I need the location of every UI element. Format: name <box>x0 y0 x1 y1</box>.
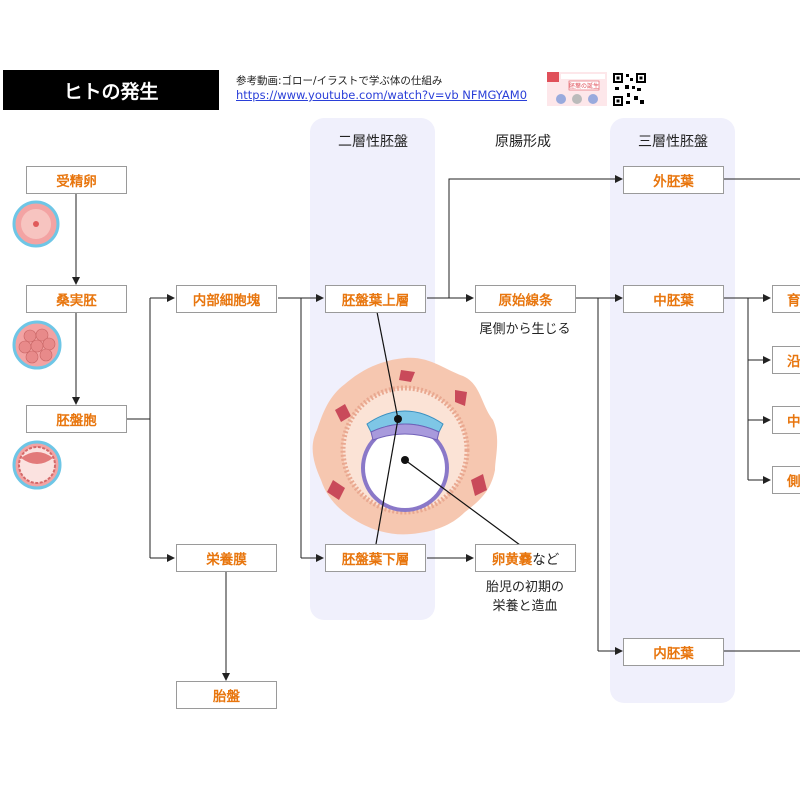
reference-info: 参考動画:ゴロー/イラストで学ぶ体の仕組み https://www.youtub… <box>236 74 527 102</box>
node-mesoderm-branch-3: 中 <box>772 406 800 434</box>
bilaminar-label: 二層性胚盤 <box>338 134 408 150</box>
video-thumbnail[interactable]: 胚葉の誕生 <box>547 72 607 106</box>
node-epiblast: 胚盤葉上層 <box>325 285 426 313</box>
blastocyst-cell-icon <box>12 440 62 490</box>
bilaminar-embryo-illustration <box>312 357 498 535</box>
branch-blastocyst <box>127 298 151 558</box>
zygote-cell-icon <box>12 200 60 248</box>
page-title: ヒトの発生 <box>3 70 219 110</box>
node-ectoderm: 外胚葉 <box>623 166 724 194</box>
node-hypoblast: 胚盤葉下層 <box>325 544 426 572</box>
trilaminar-panel <box>610 118 735 703</box>
yolk-sac-note-line1: 胎児の初期の <box>485 580 564 595</box>
node-trophoblast: 栄養膜 <box>176 544 277 572</box>
thumbnail-caption: 胚葉の誕生 <box>569 82 599 90</box>
qr-code-icon <box>612 72 647 107</box>
node-mesoderm-branch-2: 沿 <box>772 346 800 374</box>
reference-link[interactable]: https://www.youtube.com/watch?v=vb NFMGY… <box>236 88 528 102</box>
yolk-sac-label: 卵黄嚢 <box>491 552 533 568</box>
node-primitive-streak: 原始線条 <box>475 285 576 313</box>
node-yolk-sac: 卵黄嚢 など <box>475 544 576 572</box>
node-mesoderm-branch-4: 側 <box>772 466 800 494</box>
trilaminar-label: 三層性胚盤 <box>638 134 708 150</box>
branch-mesoderm <box>723 297 749 480</box>
branch-icm <box>278 297 302 558</box>
arrow-to-ectoderm <box>448 175 623 298</box>
node-mesoderm: 中胚葉 <box>623 285 724 313</box>
yolk-sac-suffix: など <box>532 552 560 568</box>
yolk-sac-note: 胎児の初期の 栄養と造血 <box>465 578 585 616</box>
node-blastocyst: 胚盤胞 <box>26 405 127 433</box>
node-inner-cell-mass: 内部細胞塊 <box>176 285 277 313</box>
node-zygote: 受精卵 <box>26 166 127 194</box>
node-mesoderm-branch-1: 育 <box>772 285 800 313</box>
node-endoderm: 内胚葉 <box>623 638 724 666</box>
yolk-sac-note-line2: 栄養と造血 <box>492 599 558 614</box>
morula-cell-icon <box>12 320 62 370</box>
node-placenta: 胎盤 <box>176 681 277 709</box>
node-morula: 桑実胚 <box>26 285 127 313</box>
reference-label: 参考動画:ゴロー/イラストで学ぶ体の仕組み <box>236 75 443 87</box>
gastrulation-label: 原腸形成 <box>495 134 551 150</box>
branch-streak <box>575 297 599 651</box>
primitive-streak-note: 尾側から生じる <box>479 322 571 337</box>
